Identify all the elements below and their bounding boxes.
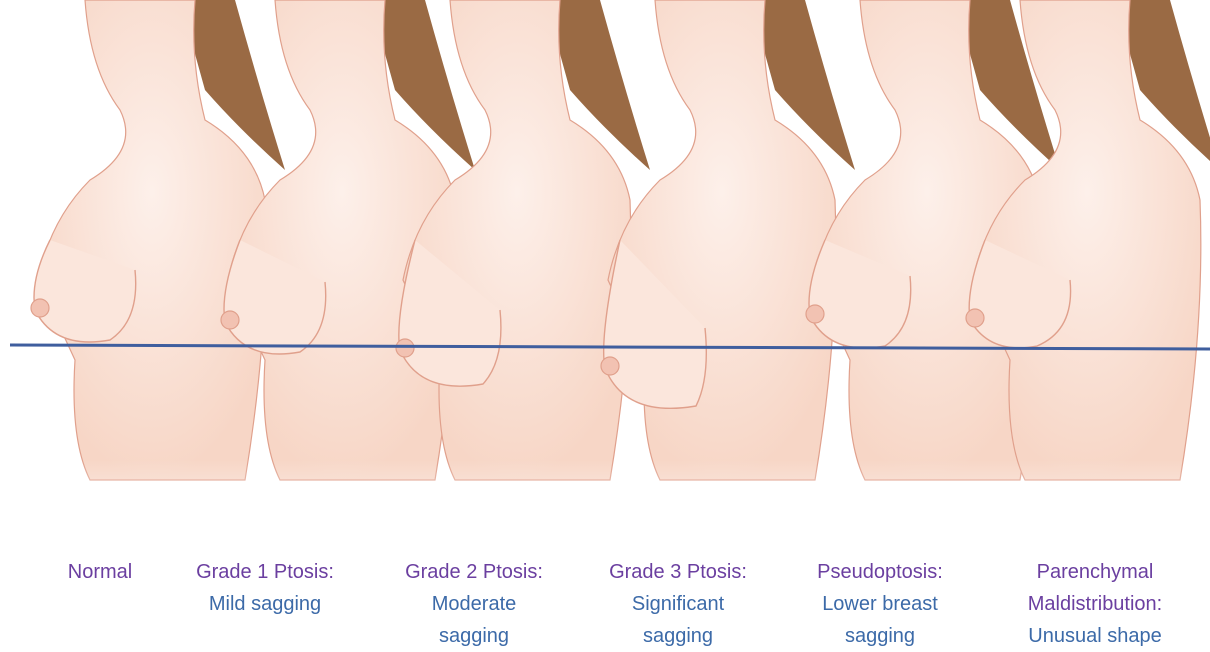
label-title: Grade 3 Ptosis: — [578, 556, 778, 588]
label-description: Unusual shape — [995, 620, 1195, 652]
nipple-shape — [601, 357, 619, 375]
label-title: Parenchymal Maldistribution: — [1010, 556, 1180, 620]
label-grade-3: Grade 3 Ptosis: Significant sagging — [578, 556, 778, 652]
label-parenchymal-maldistribution: Parenchymal Maldistribution: Unusual sha… — [995, 556, 1195, 652]
nipple-shape — [966, 309, 984, 327]
label-description: Mild sagging — [165, 588, 365, 620]
nipple-shape — [396, 339, 414, 357]
label-title: Grade 1 Ptosis: — [165, 556, 365, 588]
nipple-shape — [31, 299, 49, 317]
label-description: Moderate sagging — [414, 588, 534, 652]
nipple-shape — [806, 305, 824, 323]
label-description: Lower breast sagging — [815, 588, 945, 652]
label-description: Significant sagging — [618, 588, 738, 652]
label-title: Grade 2 Ptosis: — [374, 556, 574, 588]
nipple-shape — [221, 311, 239, 329]
label-grade-2: Grade 2 Ptosis: Moderate sagging — [374, 556, 574, 652]
label-pseudoptosis: Pseudoptosis: Lower breast sagging — [780, 556, 980, 652]
label-title: Pseudoptosis: — [780, 556, 980, 588]
label-grade-1: Grade 1 Ptosis: Mild sagging — [165, 556, 365, 620]
